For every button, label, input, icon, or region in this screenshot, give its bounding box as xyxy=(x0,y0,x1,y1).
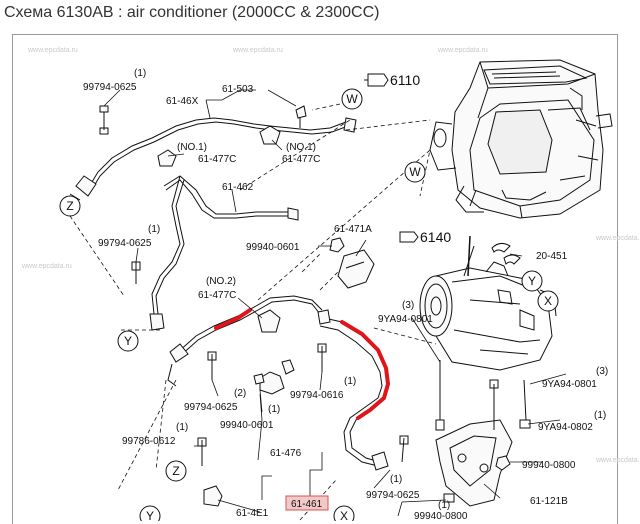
part-label-61-471a: 61-471A xyxy=(334,224,372,235)
callout-y-left: Y xyxy=(117,330,139,352)
page-title: Схема 6130AB : air conditioner (2000CC &… xyxy=(4,4,380,21)
part-label-61-4e1: 61-4E1 xyxy=(236,508,269,519)
part-label-99794-0625: 99794-0625 xyxy=(184,402,238,413)
part-label-99794-0616: 99794-0616 xyxy=(290,390,344,401)
part-label-6140: 6140 xyxy=(420,229,451,245)
part-label-99940-0800: 99940-0800 xyxy=(522,460,576,471)
qty-label: (1) xyxy=(390,474,402,485)
callout-x-label: X xyxy=(340,509,348,521)
qty-label: (1) xyxy=(594,410,606,421)
part-label-no1: (NO.1) xyxy=(286,142,316,153)
watermark: www.epcdata.ru xyxy=(437,47,488,54)
part-label-99940-0601: 99940-0601 xyxy=(246,242,300,253)
part-label-99940-0800: 99940-0800 xyxy=(414,511,468,521)
callout-w-top: W xyxy=(341,88,363,110)
watermark: www.epcdata.ru xyxy=(595,457,640,464)
part-label-61-462: 61-462 xyxy=(222,182,254,193)
part-label-61-503: 61-503 xyxy=(222,84,254,95)
part-label-20-451: 20-451 xyxy=(536,251,568,262)
callout-z-bottom: Z xyxy=(165,460,187,482)
part-label-99794-0625: 99794-0625 xyxy=(366,490,420,501)
clip-20-451 xyxy=(491,242,521,265)
part-labels: (1) 99794-0625 61-503 61-46X 6110 (NO.1)… xyxy=(83,68,608,521)
callout-x-bottom: X xyxy=(333,505,355,521)
callout-w-right: W xyxy=(404,161,426,183)
qty-label: (1) xyxy=(176,422,188,433)
qty-label: (1) xyxy=(344,376,356,387)
bracket-61-121b xyxy=(435,419,513,507)
part-label-61-121b: 61-121B xyxy=(530,496,568,507)
part-label-6110: 6110 xyxy=(390,72,420,88)
part-label-61-461: 61-461 xyxy=(291,499,323,510)
pipes xyxy=(69,105,531,507)
highlighted-hose-61-461 xyxy=(340,320,391,420)
watermark: www.epcdata.ru xyxy=(27,47,78,54)
callout-y-label: Y xyxy=(528,274,536,288)
part-label-9ya94-0801: 9YA94-0801 xyxy=(378,314,433,325)
part-label-61-476: 61-476 xyxy=(270,448,302,459)
part-label-99940-0601: 99940-0601 xyxy=(220,420,274,431)
qty-label: (1) xyxy=(438,500,450,511)
callout-y-right: Y xyxy=(521,270,543,292)
watermarks: www.epcdata.ru www.epcdata.ru www.epcdat… xyxy=(21,47,640,464)
qty-label: (3) xyxy=(596,366,608,377)
ref-6110 xyxy=(364,73,389,87)
part-label-no1: (NO.1) xyxy=(177,142,207,153)
part-label-61-477c: 61-477C xyxy=(198,290,236,301)
callout-z-label: Z xyxy=(66,199,73,213)
part-label-9ya94-0801: 9YA94-0801 xyxy=(542,379,597,390)
part-label-9ya94-0802: 9YA94-0802 xyxy=(538,422,593,433)
part-label-no2: (NO.2) xyxy=(206,276,236,287)
qty-label: (1) xyxy=(268,404,280,415)
callout-y-label: Y xyxy=(146,509,154,521)
callout-y-label: Y xyxy=(124,334,132,348)
watermark: www.epcdata.ru xyxy=(21,263,72,270)
callout-w-label: W xyxy=(346,92,358,106)
ac-parts-diagram: www.epcdata.ru www.epcdata.ru www.epcdat… xyxy=(21,47,640,521)
qty-label: (3) xyxy=(402,300,414,311)
part-label-99794-0625: 99794-0625 xyxy=(83,82,137,93)
callout-z-left: Z xyxy=(59,195,81,217)
qty-label: (1) xyxy=(134,68,146,79)
part-label-61-477c: 61-477C xyxy=(198,154,236,165)
highlighted-hose-61-477c xyxy=(214,308,252,330)
dashed-leaders xyxy=(65,103,437,521)
callout-y-bottom: Y xyxy=(139,505,161,521)
callouts: W Z W Y Y X Z Y X xyxy=(59,88,559,521)
evaporator-unit-6110 xyxy=(429,59,613,219)
compressor-6140 xyxy=(419,235,557,371)
callout-x-label: X xyxy=(544,294,552,308)
qty-label: (1) xyxy=(148,224,160,235)
qty-label: (2) xyxy=(234,388,246,399)
ref-6140 xyxy=(399,231,419,243)
watermark: www.epcdata.ru xyxy=(232,47,283,54)
part-label-99794-0625: 99794-0625 xyxy=(98,238,152,249)
part-label-61-46x: 61-46X xyxy=(166,96,199,107)
part-label-61-477c: 61-477C xyxy=(282,154,320,165)
callout-x-right: X xyxy=(537,290,559,312)
watermark: www.epcdata.ru xyxy=(595,235,640,242)
callout-z-label: Z xyxy=(172,464,179,478)
callout-w-label: W xyxy=(409,165,421,179)
label-highlight-box xyxy=(285,495,329,511)
part-label-99786-0612: 99786-0612 xyxy=(122,436,176,447)
diagram-frame xyxy=(12,34,618,524)
